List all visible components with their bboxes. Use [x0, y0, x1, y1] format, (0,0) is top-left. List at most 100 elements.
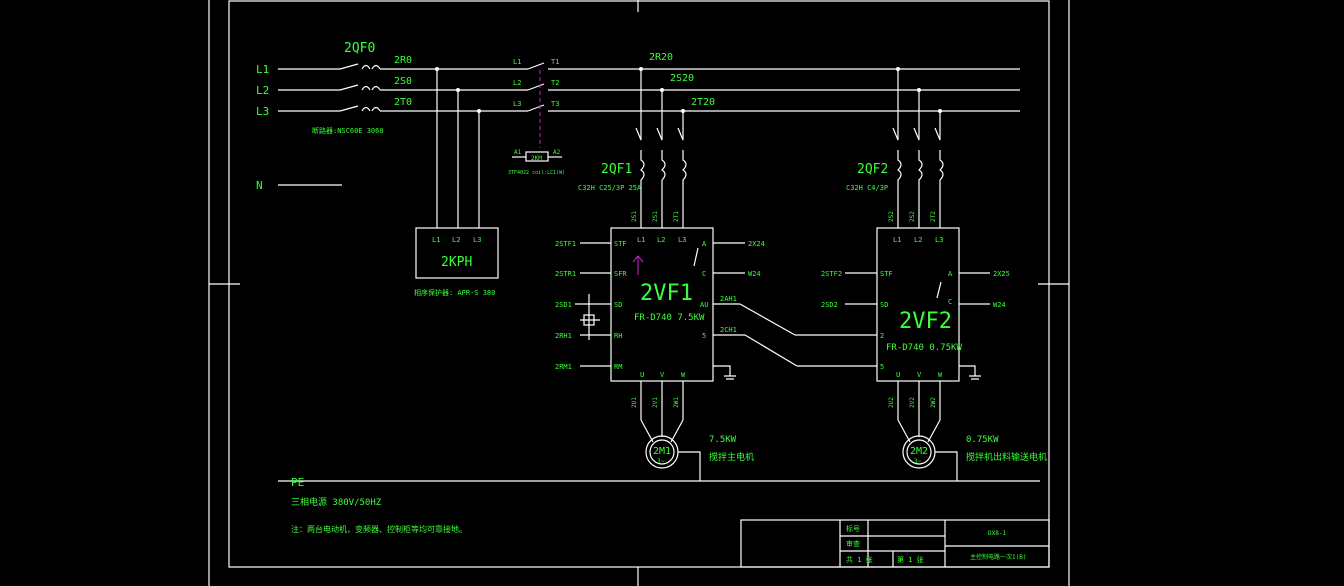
motor1-sym: 3~: [657, 458, 665, 465]
contactor-pin: L1: [513, 58, 521, 66]
wire-label: 2SD1: [555, 301, 572, 309]
vfd1-pin: U: [640, 371, 644, 379]
breaker-2qf1-spec: C32H C25/3P 25A: [578, 184, 642, 192]
wire-label: 2T2: [930, 211, 937, 222]
vfd1-pin: 5: [702, 332, 706, 340]
wire-2t0: 2T0: [394, 97, 412, 108]
power-bus: [278, 68, 1020, 186]
vfd1-pin: L1: [637, 236, 645, 244]
pointer-arrow: [632, 255, 644, 275]
wire-label: 2RH1: [555, 332, 572, 340]
breaker-2qf0-name: 2QF0: [344, 41, 375, 56]
wire-label: 2STF1: [555, 240, 576, 248]
label-l2: L2: [256, 84, 269, 97]
coil-a2: A2: [553, 149, 561, 156]
vfd1-pin: STF: [614, 240, 627, 248]
kph-pin: L1: [432, 236, 440, 244]
wire-label: 2S2: [909, 211, 916, 222]
tb-drawing-no: DX8-1: [988, 530, 1006, 537]
vfd2-pin: L3: [935, 236, 943, 244]
wire-label: 2W1: [673, 397, 680, 408]
motor2-sym: 3~: [914, 458, 922, 465]
wire-label: 2X24: [748, 240, 765, 248]
breaker-2qf1-name: 2QF1: [601, 162, 632, 177]
wire-label: 2AH1: [720, 295, 737, 303]
kph-spec: 相序保护器: APR-S 380: [414, 288, 495, 297]
vfd-2vf2-box: [876, 227, 960, 382]
wire-label: 2S1: [652, 211, 659, 222]
motor2-desc: 搅拌机出料输送电机: [966, 451, 1047, 463]
phase-relay-2kph: [415, 227, 499, 279]
motor2-power: 0.75KW: [966, 435, 999, 445]
drawing-frame: [208, 0, 1070, 586]
vfd1-pin: A: [702, 240, 707, 248]
breaker-2qf2-name: 2QF2: [857, 162, 888, 177]
coil-a1: A1: [514, 149, 522, 156]
wire-label: W24: [748, 270, 761, 278]
vfd2-pin: W: [938, 371, 943, 379]
wire-label: 2V1: [652, 397, 659, 408]
vfd1-pin: L2: [657, 236, 665, 244]
wire-label: 2U2: [888, 397, 895, 408]
wire-label: W24: [993, 301, 1006, 309]
vfd1-pin: SFR: [614, 270, 627, 278]
wire-label: 2SD2: [821, 301, 838, 309]
vfd2-name: 2VF2: [899, 309, 952, 334]
vfd2-pin: SD: [880, 301, 888, 309]
vfd1-name: 2VF1: [640, 281, 693, 306]
vfd2-pin: L1: [893, 236, 901, 244]
wire-2t20: 2T20: [691, 97, 715, 108]
breaker-2qf1-symbol: [635, 69, 687, 228]
wire-label: 2U1: [631, 397, 638, 408]
vfd1-pin: W: [681, 371, 686, 379]
vfd2-pin: L2: [914, 236, 922, 244]
wire-label: 2STR1: [555, 270, 576, 278]
vfd1-pin: RH: [614, 332, 622, 340]
vfd1-left-terminal-lines: [575, 242, 611, 367]
tb-drawing-name: 主控制电路一次1(B): [970, 553, 1026, 561]
contactor-pin: L3: [513, 100, 521, 108]
contactor-pin: L2: [513, 79, 521, 87]
contactor-pin: T1: [551, 58, 559, 66]
pe-label: PE: [291, 476, 304, 489]
tb-cell: 标号: [846, 524, 860, 533]
vfd1-pin: C: [702, 270, 706, 278]
vfd1-pin: RM: [614, 363, 622, 371]
wire-label: 2STF2: [821, 270, 842, 278]
supply-label: 三相电源 380V/50HZ: [291, 496, 382, 508]
wire-2r20: 2R20: [649, 52, 673, 63]
tb-cell: 第 1 张: [897, 555, 924, 564]
vfd2-pin: A: [948, 270, 953, 278]
note-label: 注：两台电动机，变频器、控制柜等均可靠接地。: [291, 524, 467, 534]
vfd1-pin: AU: [700, 301, 708, 309]
tb-cell: 审查: [846, 539, 860, 548]
motor1-desc: 搅拌主电机: [709, 451, 754, 463]
wire-label: 2CH1: [720, 326, 737, 334]
vfd2-pin: 2: [880, 332, 884, 340]
motor2-name: 2M2: [910, 446, 928, 457]
contactor-pin: T3: [551, 100, 559, 108]
kph-pin: L2: [452, 236, 460, 244]
breaker-2qf0-spec: 断路器:NSC60E 3060: [312, 126, 384, 135]
vfd2-pin: STF: [880, 270, 893, 278]
vfd1-pin: SD: [614, 301, 622, 309]
wire-label: 2S1: [631, 211, 638, 222]
tb-cell: 共 1 张: [846, 555, 873, 564]
label-l1: L1: [256, 63, 269, 76]
wire-label: 2S2: [888, 211, 895, 222]
vfd2-pin: 5: [880, 363, 884, 371]
vfd2-pin: C: [948, 298, 952, 306]
wire-label: 2V2: [909, 397, 916, 408]
vfd2-pin: U: [896, 371, 900, 379]
contactor-2km-contacts: [527, 62, 545, 112]
breaker-2qf2-symbol: [892, 69, 944, 228]
vfd1-pin: L3: [678, 236, 686, 244]
vfd2-pin: V: [917, 371, 922, 379]
vfd1-pin: V: [660, 371, 665, 379]
contactor-pin: T2: [551, 79, 559, 87]
label-n: N: [256, 179, 263, 192]
breaker-2qf2-spec: C32H C4/3P: [846, 184, 888, 192]
motor1-power: 7.5KW: [709, 435, 737, 445]
label-l3: L3: [256, 105, 269, 118]
wire-label: 2X25: [993, 270, 1010, 278]
